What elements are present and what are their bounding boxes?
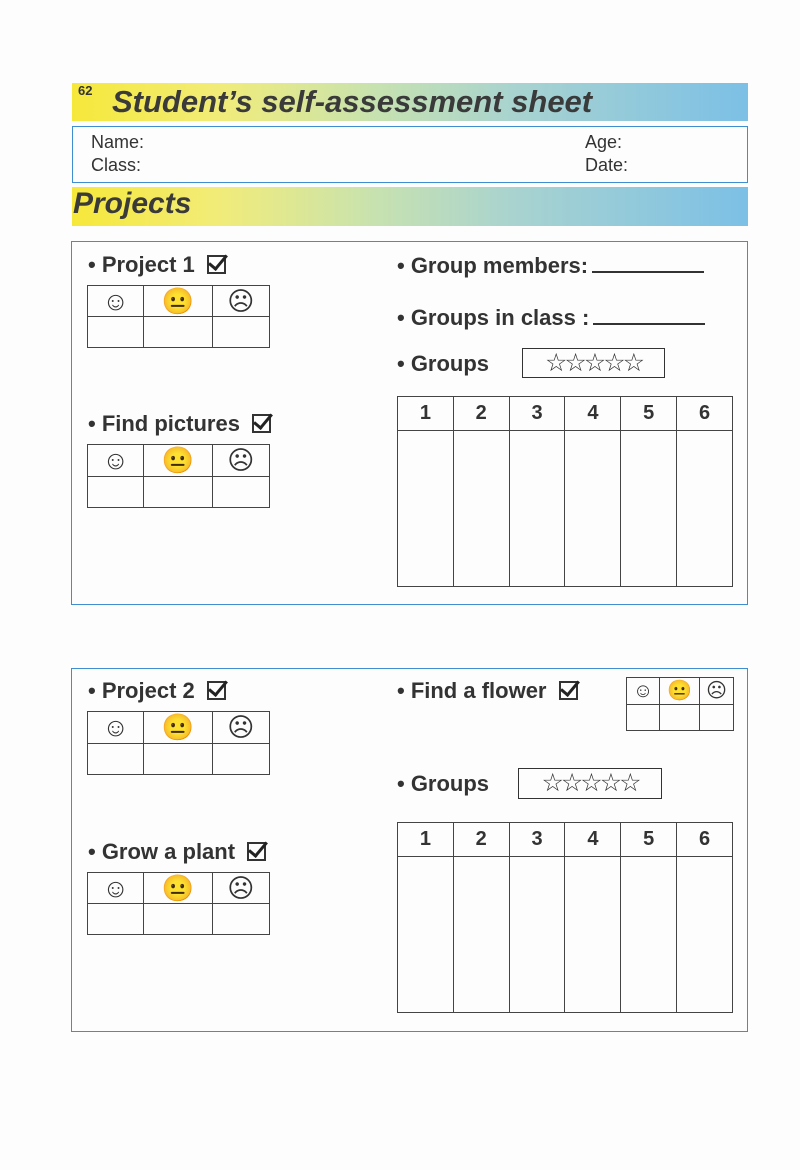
star-rating-1[interactable]: ☆☆☆☆☆	[522, 348, 665, 378]
group-cell[interactable]	[676, 856, 733, 1013]
answer-line[interactable]	[593, 323, 706, 325]
rating-cell[interactable]	[211, 316, 271, 348]
rating-cell[interactable]	[86, 903, 145, 935]
group-cell[interactable]	[620, 430, 678, 587]
group-number-header: 3	[508, 822, 566, 857]
rating-faces-table: ☺😐☹	[86, 285, 271, 348]
rating-cell[interactable]	[143, 475, 213, 508]
age-label: Age:	[585, 132, 623, 152]
neutral-face-icon: 😐	[659, 677, 701, 705]
group-members-label: • Group members:	[397, 253, 589, 278]
groups-in-class-label: • Groups in class :	[397, 305, 590, 330]
group-number-header: 3	[508, 396, 566, 431]
group-cell[interactable]	[508, 856, 566, 1013]
group-number-header: 4	[564, 822, 622, 857]
group-cell[interactable]	[452, 430, 510, 587]
class-label: Class:	[91, 155, 142, 175]
group-cell[interactable]	[397, 430, 454, 587]
group-cell[interactable]	[676, 430, 733, 587]
sad-face-icon: ☹	[211, 711, 271, 744]
group-number-header: 4	[564, 396, 622, 431]
group-number-header: 6	[676, 822, 733, 857]
sad-face-icon: ☹	[211, 285, 271, 317]
checkbox-checked-icon[interactable]	[558, 681, 578, 700]
date-label: Date:	[585, 155, 629, 175]
grow-plant-item: • Grow a plant	[88, 839, 267, 865]
group-number-header: 1	[397, 396, 454, 431]
section-title: Projects	[73, 187, 192, 220]
checkbox-checked-icon[interactable]	[251, 414, 271, 433]
happy-face-icon: ☺	[86, 444, 145, 477]
project-2-item: • Project 2	[88, 678, 226, 704]
neutral-face-icon: 😐	[143, 711, 213, 744]
project-1-item: • Project 1	[88, 252, 226, 278]
group-number-header: 1	[397, 822, 454, 857]
page-number: 62	[78, 83, 93, 98]
project-2-box	[71, 668, 748, 1032]
rating-faces-table: ☺😐☹	[625, 677, 734, 731]
happy-face-icon: ☺	[86, 285, 145, 317]
project-1-label: • Project 1	[88, 252, 195, 277]
student-info-box: Name: Class: Age: Date:	[72, 126, 748, 183]
sad-face-icon: ☹	[211, 444, 271, 477]
group-cell[interactable]	[564, 856, 622, 1013]
group-cell[interactable]	[397, 856, 454, 1013]
groups-label-1: • Groups	[397, 351, 490, 376]
title-banner: 62 Student’s self-assessment sheet	[72, 83, 748, 121]
find-flower-label: • Find a flower	[397, 678, 547, 703]
group-cell[interactable]	[508, 430, 566, 587]
find-pictures-label: • Find pictures	[88, 411, 240, 436]
checkbox-checked-icon[interactable]	[206, 255, 226, 274]
group-number-header: 2	[452, 822, 510, 857]
group-number-header: 5	[620, 396, 678, 431]
rating-cell[interactable]	[211, 742, 271, 775]
rating-cell[interactable]	[659, 704, 701, 731]
grow-plant-label: • Grow a plant	[88, 839, 236, 864]
project-1-box	[71, 241, 748, 605]
rating-cell[interactable]	[86, 316, 145, 348]
name-label: Name:	[91, 132, 145, 152]
neutral-face-icon: 😐	[143, 285, 213, 317]
group-cell[interactable]	[564, 430, 622, 587]
groups-in-class-item: • Groups in class :	[397, 305, 706, 331]
happy-face-icon: ☺	[625, 677, 661, 705]
neutral-face-icon: 😐	[143, 872, 213, 904]
checkbox-checked-icon[interactable]	[247, 842, 267, 861]
find-pictures-item: • Find pictures	[88, 411, 271, 437]
rating-cell[interactable]	[143, 742, 213, 775]
sad-face-icon: ☹	[211, 872, 271, 904]
project-2-label: • Project 2	[88, 678, 195, 703]
group-number-header: 6	[676, 396, 733, 431]
rating-cell[interactable]	[86, 475, 145, 508]
rating-cell[interactable]	[86, 742, 145, 775]
find-flower-item: • Find a flower	[397, 678, 578, 704]
page-title: Student’s self-assessment sheet	[112, 84, 593, 119]
group-cell[interactable]	[620, 856, 678, 1013]
happy-face-icon: ☺	[86, 872, 145, 904]
star-rating-2[interactable]: ☆☆☆☆☆	[518, 768, 662, 799]
rating-faces-table: ☺😐☹	[86, 711, 271, 775]
rating-cell[interactable]	[699, 704, 734, 731]
checkbox-checked-icon[interactable]	[206, 681, 226, 700]
rating-cell[interactable]	[211, 475, 271, 508]
group-number-header: 2	[452, 396, 510, 431]
rating-cell[interactable]	[625, 704, 661, 731]
rating-faces-table: ☺😐☹	[86, 872, 271, 935]
sad-face-icon: ☹	[699, 677, 734, 705]
rating-cell[interactable]	[143, 316, 213, 348]
group-number-header: 5	[620, 822, 678, 857]
neutral-face-icon: 😐	[143, 444, 213, 477]
answer-line[interactable]	[592, 271, 705, 273]
group-cell[interactable]	[452, 856, 510, 1013]
groups-label-2: • Groups	[397, 771, 490, 796]
rating-faces-table: ☺😐☹	[86, 444, 271, 508]
group-members-item: • Group members:	[397, 253, 705, 279]
rating-cell[interactable]	[211, 903, 271, 935]
rating-cell[interactable]	[143, 903, 213, 935]
happy-face-icon: ☺	[86, 711, 145, 744]
section-banner: Projects	[72, 187, 748, 226]
